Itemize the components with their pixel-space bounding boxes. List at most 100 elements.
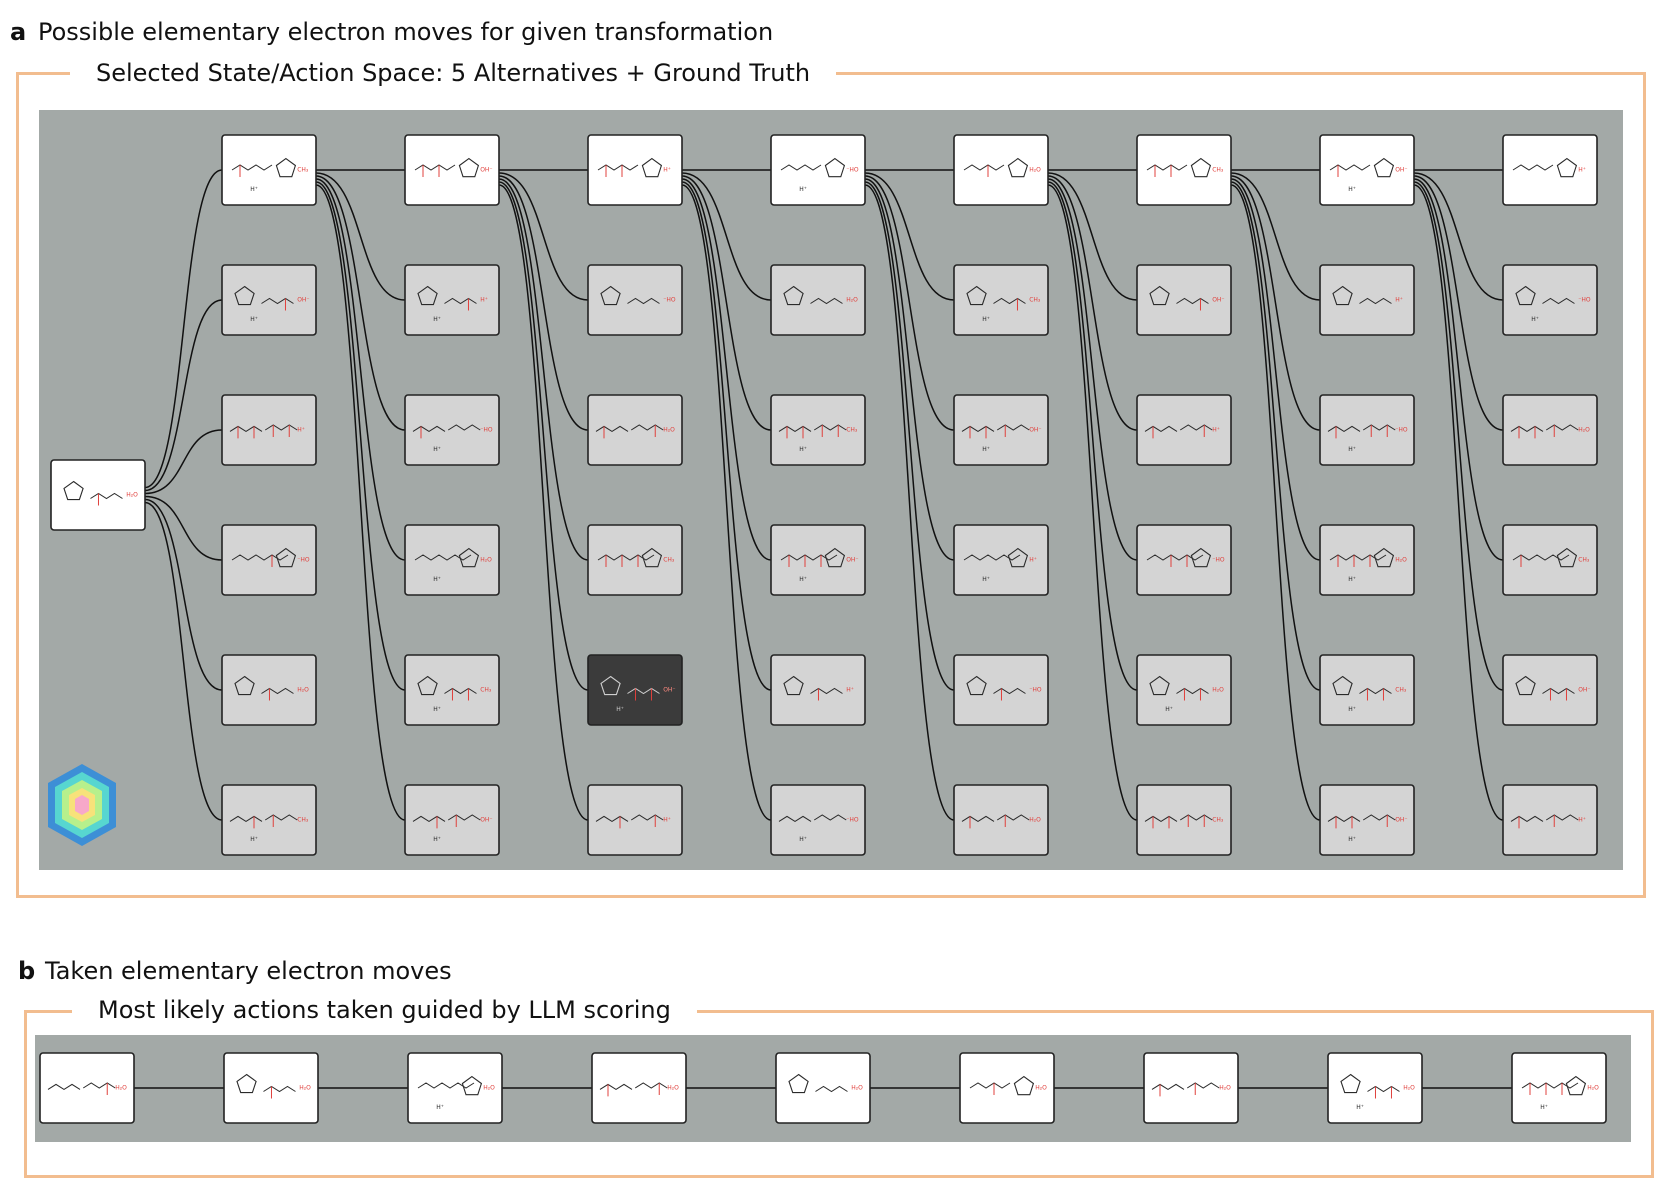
alternative-node: H₂O [221,654,317,726]
svg-text:H⁺: H⁺ [982,576,990,583]
alternative-node: H⁺ [221,394,317,466]
svg-text:CH₃: CH₃ [663,556,675,563]
alternative-node: OH⁻ [1502,654,1598,726]
taken-state-node: H₂O [775,1052,871,1124]
alternative-node: H⁺ [770,654,866,726]
action-tree-graph: H₂OCH₃H⁺OH⁻H⁺H⁺⁻HOH₂OCH₃H⁺OH⁻H⁺H⁺⁻HOH⁺H₂… [50,134,1598,856]
svg-text:H₂O: H₂O [846,296,858,303]
alternative-node: ⁻HO [953,654,1049,726]
svg-text:H⁺: H⁺ [433,576,441,583]
svg-text:CH₃: CH₃ [297,816,309,823]
svg-text:⁻HO: ⁻HO [480,426,493,433]
taken-state-node: H₂O [959,1052,1055,1124]
alternative-node: OH⁻H⁺ [770,524,866,596]
svg-text:CH₃: CH₃ [480,686,492,693]
svg-text:H₂O: H₂O [299,1084,311,1091]
svg-text:⁻HO: ⁻HO [1212,556,1225,563]
alternative-node: H₂O [1502,394,1598,466]
alternative-node: ⁻HO [587,264,683,336]
svg-text:H⁺: H⁺ [1578,816,1586,823]
edge-step-6-2 [1413,175,1504,431]
svg-text:CH₃: CH₃ [1212,816,1224,823]
taken-state-node: H₂O [1143,1052,1239,1124]
svg-text:H₂O: H₂O [667,1084,679,1091]
alternative-node: H₂O [587,394,683,466]
alternative-node: ⁻HO [221,524,317,596]
svg-text:H⁺: H⁺ [663,816,671,823]
alternative-node: CH₃ [587,524,683,596]
alternative-node: CH₃ H⁺ [404,654,500,726]
svg-text:H₂O: H₂O [1035,1084,1047,1091]
edge-step-3-3 [864,178,955,561]
svg-text:H⁺: H⁺ [1348,836,1356,843]
edge-root-3 [144,495,223,561]
ground-truth-node: OH⁻H⁺ [1319,134,1415,206]
svg-text:H₂O: H₂O [115,1084,127,1091]
svg-text:⁻HO: ⁻HO [846,816,859,823]
edge-step-5-5 [1230,184,1321,821]
edge-step-0-2 [315,175,406,431]
edge-step-2-1 [681,172,772,301]
edge-step-3-5 [864,184,955,821]
edge-step-2-4 [681,181,772,691]
alternative-node: H⁺ [1136,394,1232,466]
svg-text:H₂O: H₂O [1403,1084,1415,1091]
svg-text:CH₃: CH₃ [1212,166,1224,173]
alternative-node: H₂O [770,264,866,336]
panel-b-caption: Most likely actions taken guided by LLM … [72,995,697,1025]
edge-step-2-2 [681,175,772,431]
svg-text:H₂O: H₂O [851,1084,863,1091]
panel-b-frame [24,1010,1654,1178]
edge-step-4-5 [1047,184,1138,821]
svg-text:OH⁻: OH⁻ [1395,166,1407,173]
alternative-node: OH⁻H⁺ [221,264,317,336]
svg-text:H₂O: H₂O [126,491,138,498]
panel-b-letter: b [18,957,36,985]
edge-step-5-4 [1230,181,1321,691]
svg-text:H⁺: H⁺ [436,1104,444,1111]
alternative-node: H₂O [953,784,1049,856]
svg-text:H⁺: H⁺ [982,446,990,453]
edge-root-5 [144,501,223,821]
alternative-node: OH⁻H⁺ [1319,784,1415,856]
edge-step-4-3 [1047,178,1138,561]
edge-step-6-5 [1413,184,1504,821]
svg-text:H₂O: H₂O [663,426,675,433]
panel-a-title: Possible elementary electron moves for g… [38,18,774,46]
edge-step-2-3 [681,178,772,561]
svg-text:H₂O: H₂O [1029,166,1041,173]
panel-b-title: Taken elementary electron moves [45,957,452,985]
alternative-node: OH⁻H⁺ [404,784,500,856]
edge-step-5-3 [1230,178,1321,561]
svg-text:H⁺: H⁺ [433,316,441,323]
edge-step-0-4 [315,181,406,691]
alternative-node: H⁺ [1502,784,1598,856]
taken-state-node: H₂O H⁺ [1327,1052,1423,1124]
edge-step-6-1 [1413,172,1504,301]
svg-text:H⁺: H⁺ [1356,1104,1364,1111]
svg-text:H₂O: H₂O [1212,686,1224,693]
alternative-node: CH₃ [1502,524,1598,596]
alternative-node: H⁺ [587,784,683,856]
edge-step-4-1 [1047,172,1138,301]
edge-step-4-2 [1047,175,1138,431]
ground-truth-node: H₂O [953,134,1049,206]
svg-text:CH₃: CH₃ [1578,556,1590,563]
svg-text:⁻HO: ⁻HO [1029,686,1042,693]
edge-step-0-1 [315,172,406,301]
svg-text:H⁺: H⁺ [1395,296,1403,303]
svg-text:H⁺: H⁺ [1348,706,1356,713]
alternative-node: OH⁻H⁺ [953,394,1049,466]
hexagon-logo-icon [44,760,120,854]
svg-text:H⁺: H⁺ [1165,706,1173,713]
svg-text:H₂O: H₂O [1578,426,1590,433]
svg-text:H⁺: H⁺ [433,706,441,713]
edge-step-3-4 [864,181,955,691]
edge-step-1-1 [498,172,589,301]
